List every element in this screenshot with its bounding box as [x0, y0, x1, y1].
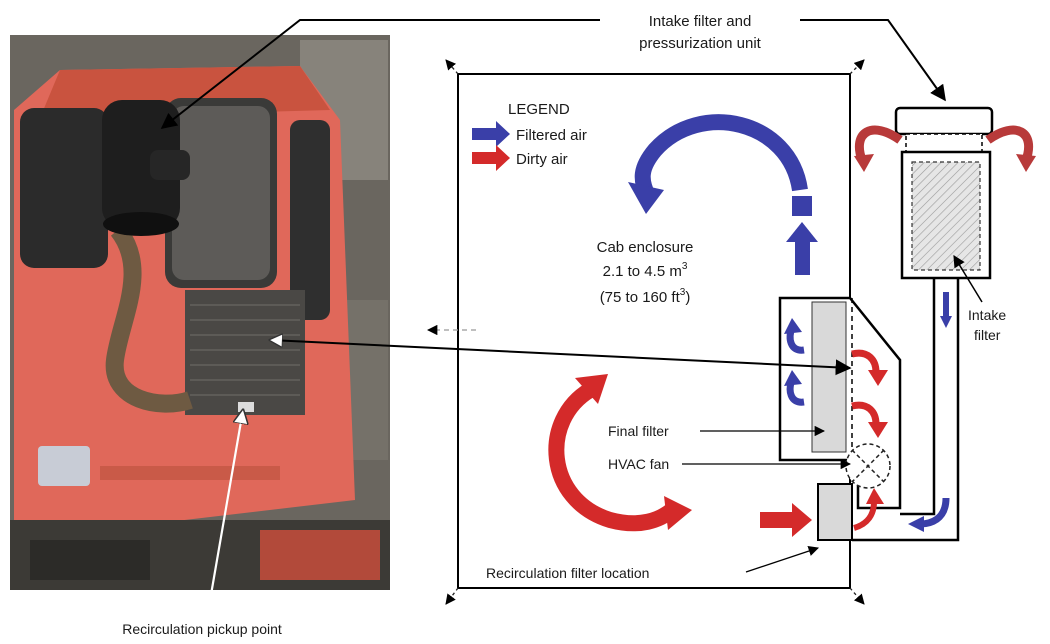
recirc-filter-location-label: Recirculation filter location: [486, 565, 649, 581]
svg-text:(75 to 160 ft3): (75 to 160 ft3): [600, 287, 691, 306]
leader-hvac-box: [270, 340, 850, 368]
legend-dirty-label: Dirty air: [516, 151, 568, 168]
legend-filtered-swatch: [472, 121, 510, 147]
recirc-intake-red-arrow: [760, 503, 812, 537]
intake-hose: [105, 224, 193, 413]
blue-circulation-arc: [634, 114, 808, 200]
intake-filter-element: [911, 161, 981, 271]
legend: LEGEND Filtered air Dirty air: [472, 101, 587, 171]
leader-recirc-filter: [745, 546, 819, 573]
recirc-red-up-arrow: [853, 501, 877, 531]
intake-pressurization-unit: [852, 106, 1036, 542]
leader-intake-filter: [953, 254, 983, 303]
recirculation-filter: [817, 483, 853, 541]
leader-recirc-pickup: [206, 410, 243, 613]
cab-volume-label: Cab enclosure 2.1 to 4.5 m3 (75 to 160 f…: [597, 239, 694, 306]
intake-filter-label-line2: filter: [974, 327, 1001, 343]
recirc-pickup-label: Recirculation pickup point: [122, 621, 282, 637]
intake-unit-label-line1: Intake filter and: [649, 13, 752, 30]
final-filter-label: Final filter: [608, 423, 669, 439]
svg-text:Cab enclosure: Cab enclosure: [597, 239, 694, 256]
cab-window-right: [290, 120, 330, 320]
intake-cap: [894, 106, 994, 136]
hvac-fan-label: HVAC fan: [608, 456, 669, 472]
red-recirculation-arc: [548, 383, 678, 532]
intake-duct: [852, 278, 960, 542]
hvac-fan: [845, 443, 891, 489]
cab-light: [38, 446, 90, 486]
svg-text:2.1 to 4.5 m3: 2.1 to 4.5 m3: [603, 261, 688, 280]
intake-red-curl-right: [985, 125, 1034, 162]
hvac-box: [185, 290, 305, 415]
legend-title: LEGEND: [508, 101, 570, 118]
cab-window-left: [20, 108, 108, 268]
leader-intake-to-unit: [800, 19, 946, 102]
cab-photo: [10, 35, 390, 590]
hvac-red-arrow-1: [851, 349, 880, 373]
final-filter: [811, 301, 847, 453]
intake-red-curl-left: [854, 125, 903, 162]
intake-filter-label-line1: Intake: [968, 307, 1006, 323]
leader-intake-to-photo: [160, 19, 600, 129]
intake-canister: [102, 100, 180, 228]
intake-unit-label-line2: pressurization unit: [639, 35, 762, 52]
legend-dirty-swatch: [472, 145, 510, 171]
blue-up-arrow: [795, 238, 810, 275]
hvac-red-arrow-2: [851, 401, 880, 425]
legend-filtered-label: Filtered air: [516, 127, 587, 144]
